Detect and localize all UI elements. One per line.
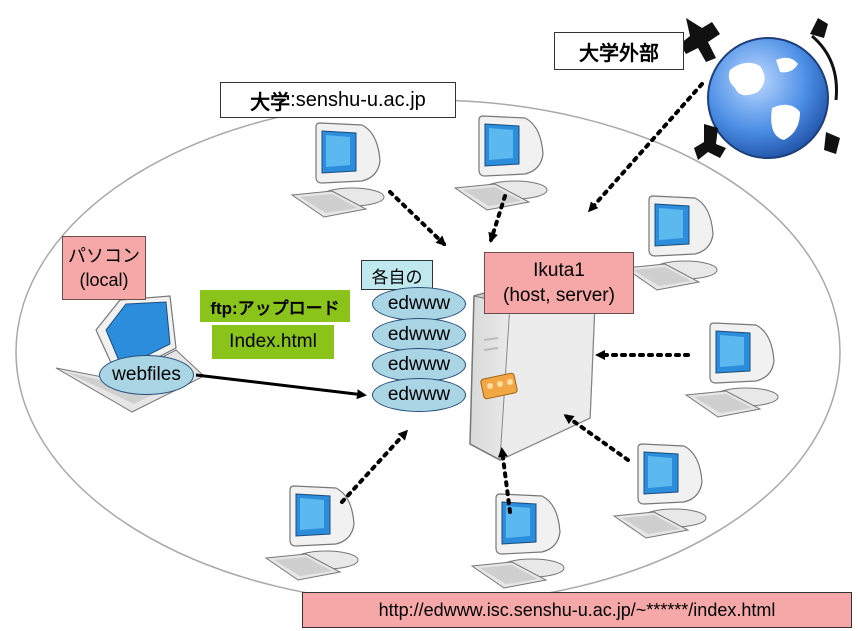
ftp-upload-label: ftp:アップロード	[200, 290, 350, 322]
computer-icon-6	[471, 493, 565, 589]
server-icon	[469, 271, 597, 461]
index-html-label: Index.html	[212, 325, 334, 359]
edwww-item-3: edwww	[372, 348, 466, 382]
each-own-text: 各自の	[371, 267, 423, 287]
laptop-icon	[55, 295, 205, 413]
url-label: http://edwww.isc.senshu-u.ac.jp/~******/…	[302, 592, 852, 628]
edwww-text-1: edwww	[387, 293, 451, 314]
server-label: Ikuta1 (host, server)	[484, 252, 634, 314]
edwww-text-3: edwww	[387, 354, 451, 375]
upload-arrow	[195, 373, 367, 400]
arrow-pc7-to-server	[340, 429, 409, 504]
edwww-item-4: edwww	[372, 378, 466, 412]
computer-icon-4	[685, 322, 779, 418]
arrow-pc5-to-server	[563, 414, 630, 462]
external-label-text: 大学外部	[579, 42, 659, 65]
arrow-pc2-to-server	[488, 194, 507, 243]
university-label: 大学:senshu-u.ac.jp	[220, 82, 456, 118]
index-html-text: Index.html	[229, 331, 317, 352]
external-label: 大学外部	[554, 32, 684, 70]
edwww-text-2: edwww	[387, 324, 451, 345]
webfiles-text: webfiles	[112, 364, 181, 385]
ftp-upload-text: ftp:アップロード	[210, 298, 340, 318]
edwww-text-4: edwww	[387, 384, 451, 405]
university-domain-text: :senshu-u.ac.jp	[290, 88, 426, 111]
server-label-line1: Ikuta1	[533, 260, 585, 281]
university-label-text: 大学	[250, 91, 291, 114]
arrow-pc6-to-server	[497, 447, 512, 514]
edwww-item-2: edwww	[372, 318, 466, 352]
url-text: http://edwww.isc.senshu-u.ac.jp/~******/…	[378, 599, 776, 620]
server-label-line2: (host, server)	[503, 285, 615, 306]
computer-icon-1	[291, 122, 385, 218]
arrow-external-to-server	[588, 82, 704, 213]
webfiles-label: webfiles	[99, 355, 194, 395]
dotted-arrows	[340, 82, 704, 514]
computer-icon-3	[624, 195, 718, 291]
arrow-pc1-to-server	[388, 190, 447, 247]
pc-label-line1: パソコン	[68, 246, 140, 266]
globe-icon	[680, 18, 840, 160]
pc-local-label: パソコン (local)	[62, 236, 146, 300]
computer-icon-2	[454, 115, 548, 211]
each-own-label: 各自の	[361, 260, 433, 290]
pc-label-line2: (local)	[79, 270, 129, 290]
edwww-item-1: edwww	[372, 287, 466, 321]
